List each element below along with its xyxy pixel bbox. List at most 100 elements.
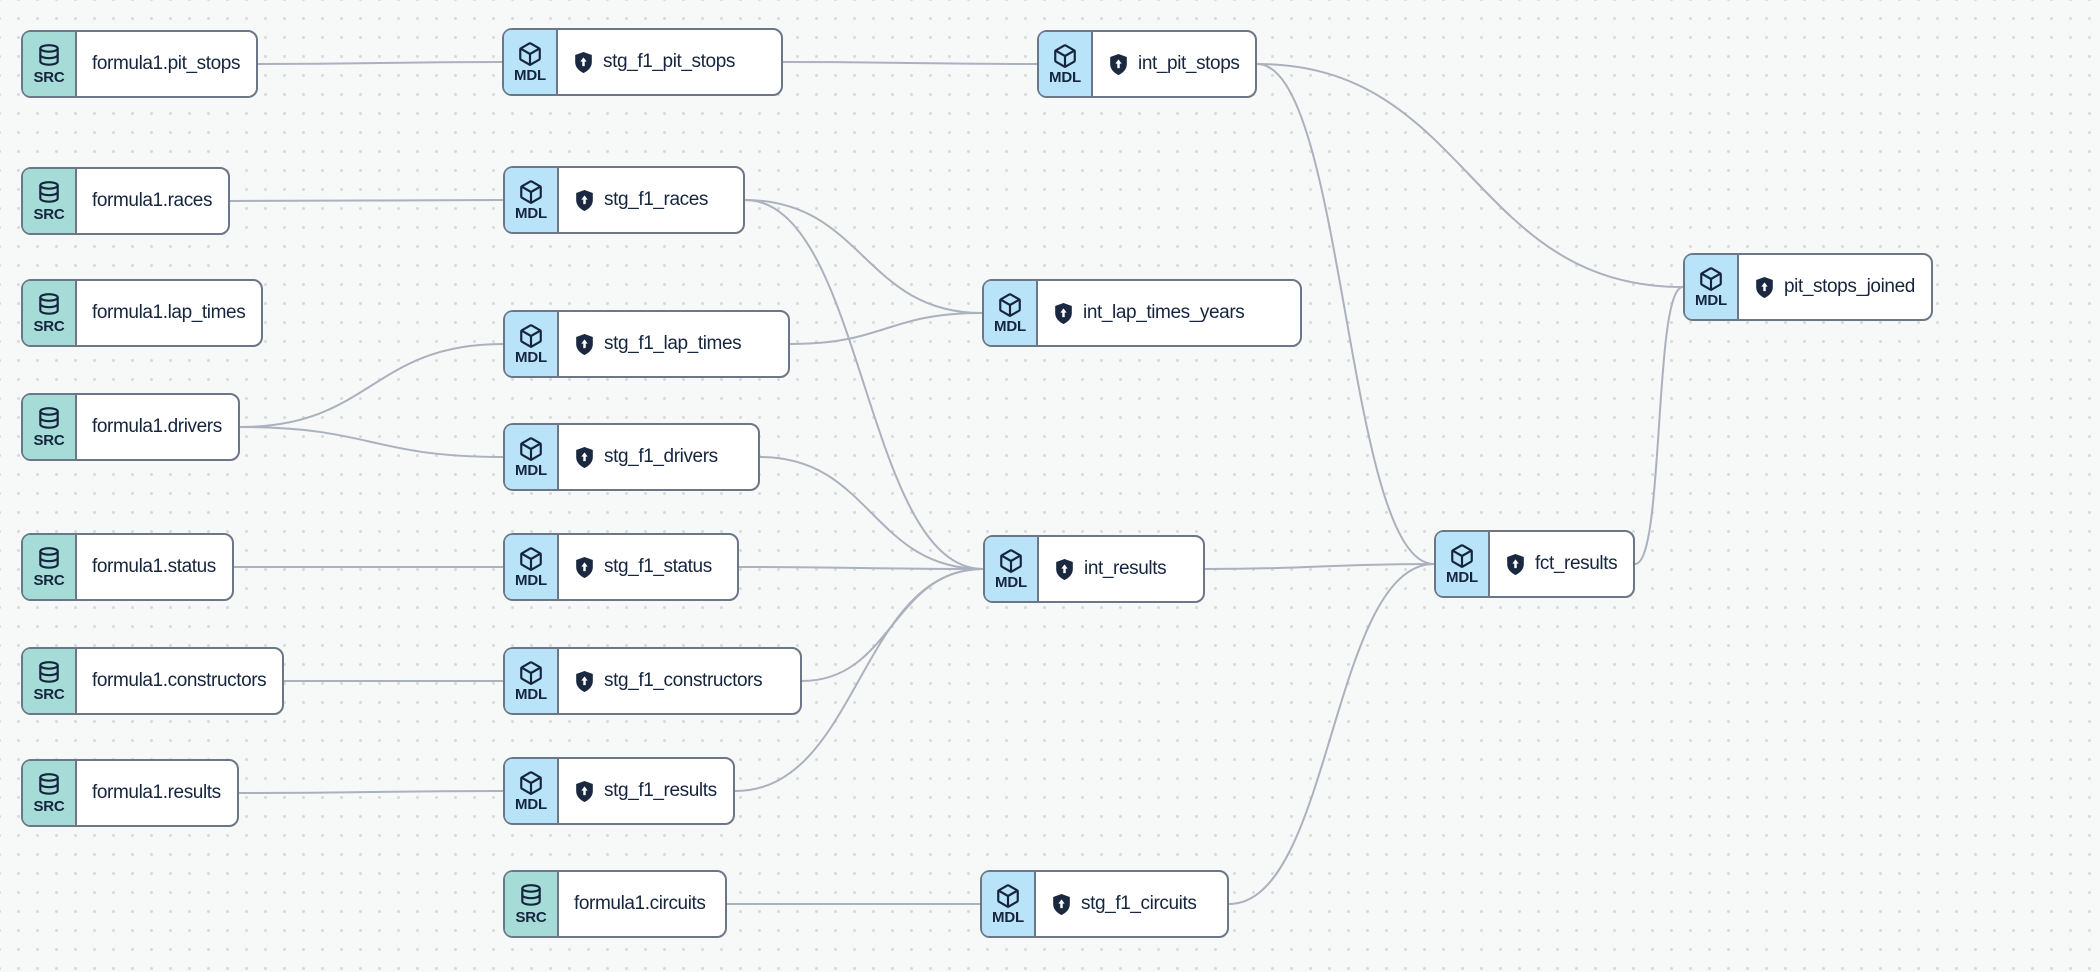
source-badge: SRC — [23, 32, 77, 96]
badge-label: MDL — [515, 349, 547, 366]
model-badge: MDL — [984, 281, 1038, 345]
shield-icon — [1108, 53, 1129, 76]
cube-icon — [518, 546, 544, 572]
node-body: formula1.status — [77, 535, 232, 599]
shield-icon — [1053, 302, 1074, 325]
edge-stg-f1-races-to-int-lap-times-years — [744, 199, 983, 314]
node-int-results[interactable]: MDL int_results — [983, 535, 1205, 603]
node-stg-f1-circuits[interactable]: MDL stg_f1_circuits — [980, 870, 1229, 938]
source-badge: SRC — [505, 872, 559, 936]
node-label: stg_f1_constructors — [604, 670, 763, 691]
node-body: stg_f1_lap_times — [559, 312, 757, 376]
edge-formula1-pit-stops-to-stg-f1-pit-stops — [257, 61, 503, 65]
badge-label: MDL — [994, 318, 1026, 335]
shield-icon — [574, 446, 595, 469]
database-icon — [518, 883, 544, 909]
node-stg-f1-lap-times[interactable]: MDL stg_f1_lap_times — [503, 310, 790, 378]
source-badge: SRC — [23, 535, 77, 599]
node-label: formula1.constructors — [92, 670, 267, 691]
edge-formula1-results-to-stg-f1-results — [238, 790, 504, 794]
model-badge: MDL — [505, 535, 559, 599]
edge-stg-f1-drivers-to-int-results — [759, 456, 984, 570]
node-body: formula1.circuits — [559, 872, 722, 936]
node-formula1-circuits[interactable]: SRC formula1.circuits — [503, 870, 727, 938]
edge-formula1-races-to-stg-f1-races — [229, 199, 504, 202]
database-icon — [36, 660, 62, 686]
node-pit-stops-joined[interactable]: MDL pit_stops_joined — [1683, 253, 1933, 321]
node-body: stg_f1_circuits — [1036, 872, 1212, 936]
cube-icon — [1052, 43, 1078, 69]
node-label: int_lap_times_years — [1083, 302, 1245, 323]
node-body: formula1.drivers — [77, 395, 238, 459]
node-body: int_results — [1039, 537, 1182, 601]
node-stg-f1-status[interactable]: MDL stg_f1_status — [503, 533, 739, 601]
edge-formula1-drivers-to-stg-f1-lap-times — [239, 343, 504, 428]
shield-icon — [574, 670, 595, 693]
node-body: formula1.pit_stops — [77, 32, 256, 96]
model-badge: MDL — [505, 312, 559, 376]
node-int-lap-times-years[interactable]: MDL int_lap_times_years — [982, 279, 1302, 347]
model-badge: MDL — [982, 872, 1036, 936]
cube-icon — [518, 770, 544, 796]
node-body: stg_f1_constructors — [559, 649, 778, 713]
edge-stg-f1-lap-times-to-int-lap-times-years — [789, 312, 983, 345]
node-label: stg_f1_circuits — [1081, 893, 1197, 914]
cube-icon — [518, 179, 544, 205]
edge-fct-results-to-pit-stops-joined — [1634, 286, 1684, 565]
node-label: stg_f1_status — [604, 556, 712, 577]
badge-label: SRC — [515, 909, 547, 926]
source-badge: SRC — [23, 169, 77, 233]
node-int-pit-stops[interactable]: MDL int_pit_stops — [1037, 30, 1258, 98]
node-label: formula1.pit_stops — [92, 53, 241, 74]
node-body: int_pit_stops — [1093, 32, 1255, 96]
node-label: formula1.lap_times — [92, 302, 246, 323]
node-label: pit_stops_joined — [1784, 276, 1915, 297]
cube-icon — [1449, 543, 1475, 569]
database-icon — [36, 43, 62, 69]
cube-icon — [995, 883, 1021, 909]
node-formula1-pit-stops[interactable]: SRC formula1.pit_stops — [21, 30, 259, 98]
badge-label: SRC — [33, 206, 65, 223]
node-label: stg_f1_races — [604, 189, 708, 210]
node-body: int_lap_times_years — [1038, 281, 1260, 345]
shield-icon — [574, 189, 595, 212]
badge-label: MDL — [515, 572, 547, 589]
badge-label: MDL — [1049, 69, 1081, 86]
shield-icon — [1054, 558, 1075, 581]
badge-label: MDL — [515, 796, 547, 813]
shield-icon — [574, 556, 595, 579]
badge-label: MDL — [1695, 292, 1727, 309]
cube-icon — [998, 548, 1024, 574]
node-body: stg_f1_pit_stops — [558, 30, 751, 94]
node-label: fct_results — [1535, 553, 1618, 574]
edge-int-results-to-fct-results — [1204, 563, 1435, 570]
node-label: stg_f1_results — [604, 780, 717, 801]
node-label: stg_f1_drivers — [604, 446, 718, 467]
shield-icon — [1505, 553, 1526, 576]
database-icon — [36, 180, 62, 206]
shield-icon — [574, 780, 595, 803]
badge-label: MDL — [995, 574, 1027, 591]
model-badge: MDL — [504, 30, 558, 94]
node-body: formula1.constructors — [77, 649, 282, 713]
edge-int-pit-stops-to-pit-stops-joined — [1256, 63, 1684, 288]
node-stg-f1-results[interactable]: MDL stg_f1_results — [503, 757, 735, 825]
edge-stg-f1-pit-stops-to-int-pit-stops — [782, 61, 1038, 65]
edge-formula1-drivers-to-stg-f1-drivers — [239, 426, 504, 458]
node-label: formula1.circuits — [574, 893, 706, 914]
cube-icon — [518, 436, 544, 462]
database-icon — [36, 772, 62, 798]
